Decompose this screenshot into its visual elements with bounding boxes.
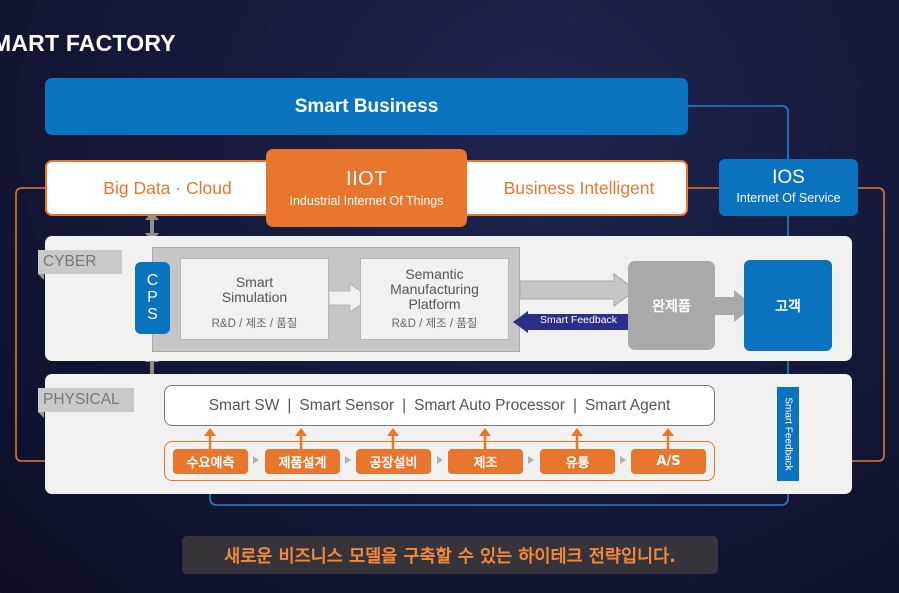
device-separator: | xyxy=(572,396,577,414)
process-frame xyxy=(164,441,715,481)
customer-label: 고객 xyxy=(775,298,801,315)
chevron-right-icon xyxy=(345,456,351,464)
smp-sub: R&D / 제조 / 품질 xyxy=(391,318,478,330)
smp-line-3: Platform xyxy=(408,296,461,312)
step-distribution: 유통 xyxy=(540,449,615,474)
iiot-box: IIOT Industrial Internet Of Things xyxy=(266,149,467,227)
physical-tag-fold xyxy=(38,412,44,418)
step-manufacturing: 제조 xyxy=(448,449,523,474)
smart-business-box: Smart Business xyxy=(45,78,688,135)
smart-feedback-vertical-box: Smart Feedback xyxy=(777,387,799,481)
caption-text: 새로운 비즈니스 모델을 구축할 수 있는 하이테크 전략입니다. xyxy=(224,546,676,567)
customer-box: 고객 xyxy=(744,260,832,351)
cyber-tag-fold xyxy=(38,274,44,280)
cps-badge: C P S xyxy=(135,262,170,334)
smart-business-label: Smart Business xyxy=(294,95,439,117)
smp-line-2: Manufacturing xyxy=(390,281,479,297)
smart-feedback-label: Smart Feedback xyxy=(540,314,618,326)
device-smart-auto-processor: Smart Auto Processor xyxy=(414,396,565,414)
cyber-tag-label: CYBER xyxy=(43,253,97,270)
finished-product-box: 완제품 xyxy=(628,261,715,350)
chevron-right-icon xyxy=(528,456,534,464)
iiot-subtitle: Industrial Internet Of Things xyxy=(289,194,444,208)
business-intelligent-box: Business Intelligent xyxy=(440,160,688,216)
device-smart-agent: Smart Agent xyxy=(584,396,671,414)
ios-box: IOS Internet Of Service xyxy=(719,159,858,216)
business-intelligent-label: Business Intelligent xyxy=(503,177,655,198)
smart-feedback-vertical-label: Smart Feedback xyxy=(782,397,794,471)
smart-simulation-sub: R&D / 제조 / 품질 xyxy=(211,318,298,330)
physical-tag-label: PHYSICAL xyxy=(43,391,120,408)
iiot-title: IIOT xyxy=(346,168,387,190)
business-to-ios-line xyxy=(688,105,789,159)
smart-simulation-line-2: Simulation xyxy=(221,289,288,305)
device-separator: | xyxy=(402,396,407,414)
cps-letter-p: P xyxy=(147,289,158,306)
step-factory-equipment: 공장설비 xyxy=(356,449,431,474)
caption-banner: 새로운 비즈니스 모델을 구축할 수 있는 하이테크 전략입니다. xyxy=(182,536,718,574)
big-data-cloud-label: Big Data · Cloud xyxy=(103,177,232,198)
step-after-service: A/S xyxy=(631,449,706,474)
smart-simulation-line-1: Smart xyxy=(235,274,274,290)
page-title: MART FACTORY xyxy=(0,30,176,56)
ios-title: IOS xyxy=(772,167,805,188)
device-separator: | xyxy=(287,396,292,414)
ios-subtitle: Internet Of Service xyxy=(736,191,841,205)
chevron-right-icon xyxy=(437,456,443,464)
smart-simulation-box: Smart Simulation R&D / 제조 / 품질 xyxy=(180,258,329,340)
finished-product-label: 완제품 xyxy=(652,298,691,315)
physical-tag: PHYSICAL xyxy=(38,388,134,412)
cps-letter-s: S xyxy=(147,306,158,323)
device-smart-sensor: Smart Sensor xyxy=(299,396,395,414)
smart-devices-box: Smart SW | Smart Sensor | Smart Auto Pro… xyxy=(164,385,715,426)
device-smart-sw: Smart SW xyxy=(208,396,280,414)
cps-letter-c: C xyxy=(146,272,159,289)
chevron-right-icon xyxy=(253,456,259,464)
cyber-tag: CYBER xyxy=(38,250,122,274)
big-data-cloud-box: Big Data · Cloud xyxy=(45,160,290,216)
chevron-right-icon xyxy=(620,456,626,464)
step-demand-forecast: 수요예측 xyxy=(173,449,248,474)
smp-line-1: Semantic xyxy=(405,266,464,282)
semantic-platform-box: Semantic Manufacturing Platform R&D / 제조… xyxy=(360,258,509,340)
step-product-design: 제품설계 xyxy=(265,449,340,474)
